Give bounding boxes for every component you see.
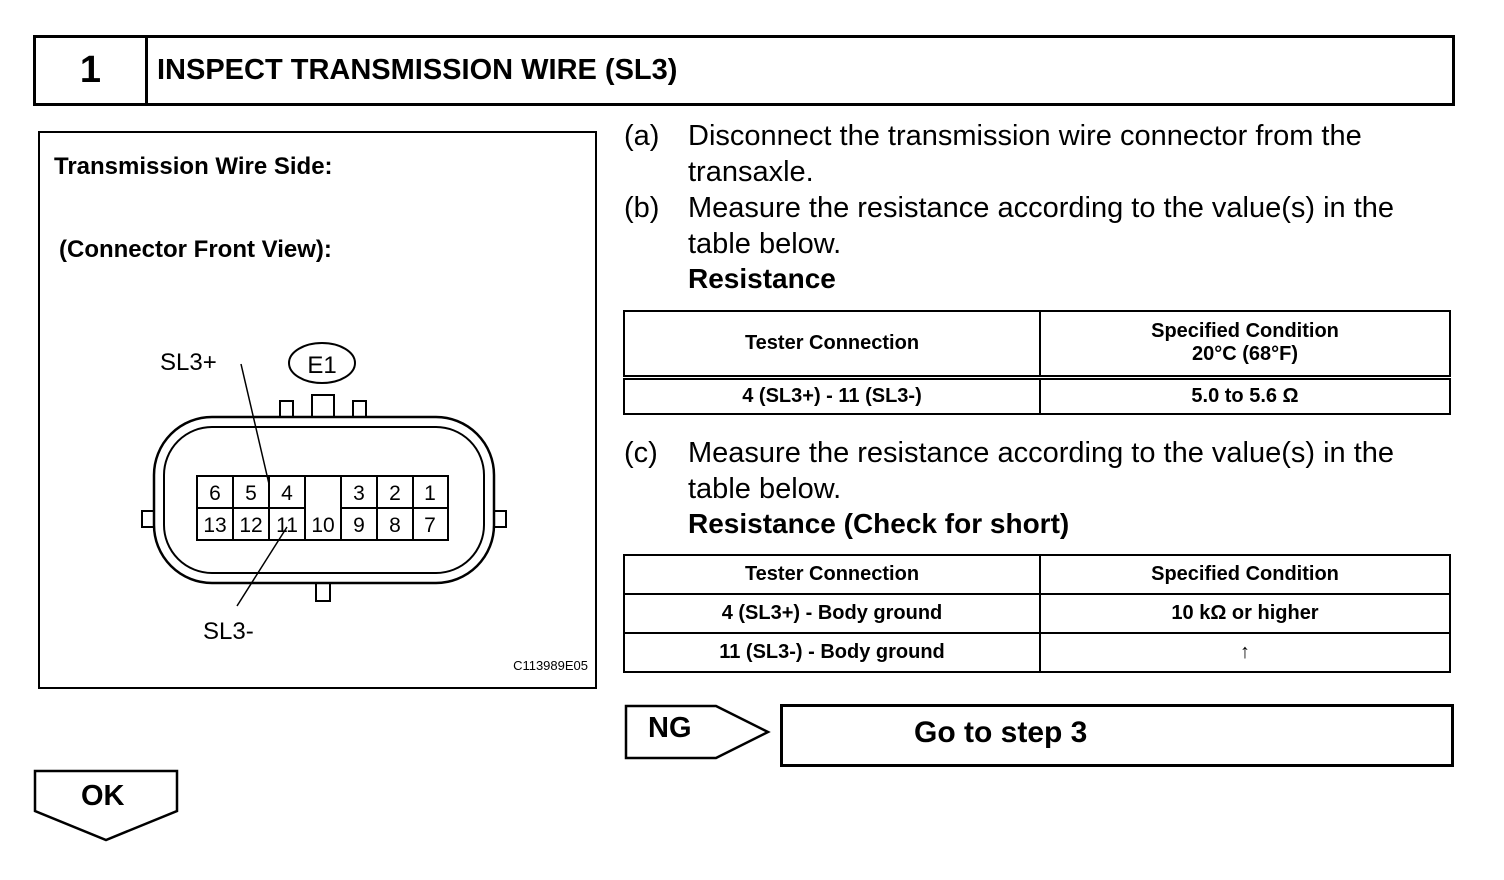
table-header-cell: Specified Condition 20°C (68°F) — [1039, 310, 1451, 380]
ok-arrow-tag — [33, 769, 179, 842]
figure-label-view: (Connector Front View): — [59, 236, 332, 263]
table-row: 11 (SL3-) - Body ground ↑ — [623, 632, 1451, 673]
table-cell: 4 (SL3+) - 11 (SL3-) — [623, 376, 1041, 415]
connector-diagram: 6 5 4 3 2 1 13 12 11 10 9 8 7 E1 SL3+ SL… — [141, 342, 507, 645]
pin-label: 3 — [353, 482, 365, 505]
figure-label-side: Transmission Wire Side: — [54, 153, 333, 180]
pin-label: 12 — [239, 514, 262, 537]
instruction-text: Disconnect the transmission wire connect… — [688, 120, 1362, 188]
pin-label: 8 — [389, 514, 401, 537]
ng-arrow-tag — [624, 704, 771, 760]
connector-id: E1 — [307, 352, 336, 379]
connector-housing-inner — [163, 426, 485, 574]
instruction-letter: (a) — [624, 120, 660, 152]
table-cell: 10 kΩ or higher — [1039, 593, 1451, 634]
ok-label: OK — [81, 780, 125, 812]
step-header: 1 INSPECT TRANSMISSION WIRE (SL3) — [33, 35, 1455, 106]
instruction-text: Measure the resistance according to the … — [688, 437, 1395, 505]
table-cell: 4 (SL3+) - Body ground — [623, 593, 1041, 634]
short-check-table: Tester Connection Specified Condition 4 … — [623, 554, 1451, 673]
connector-id-ellipse — [288, 342, 356, 384]
pin-label: 9 — [353, 514, 365, 537]
pin-label: 6 — [209, 482, 221, 505]
pin-label: 13 — [203, 514, 226, 537]
table1-heading: Resistance — [688, 263, 836, 294]
instruction-letter: (c) — [624, 437, 658, 469]
ng-label: NG — [648, 712, 692, 744]
pin-label: 5 — [245, 482, 257, 505]
figure-code: C113989E05 — [513, 658, 588, 673]
table-header-cell: Tester Connection — [623, 554, 1041, 595]
go-to-step-box: Go to step 3 — [780, 704, 1454, 767]
table2-heading: Resistance (Check for short) — [688, 508, 1070, 539]
table-header-row: Tester Connection Specified Condition — [623, 554, 1451, 595]
connector-housing-outer — [152, 415, 496, 585]
table-cell: 11 (SL3-) - Body ground — [623, 632, 1041, 673]
pin-label: 2 — [389, 482, 401, 505]
table-row: 4 (SL3+) - 11 (SL3-) 5.0 to 5.6 Ω — [623, 376, 1451, 415]
pin-label-plus: SL3+ — [160, 349, 217, 376]
pin-label: 10 — [311, 514, 334, 537]
pin-label-minus: SL3- — [203, 618, 254, 645]
instruction-letter: (b) — [624, 192, 660, 224]
table-header-cell: Specified Condition — [1039, 554, 1451, 595]
table-header-row: Tester Connection Specified Condition 20… — [623, 310, 1451, 380]
connector-lock — [311, 394, 335, 420]
leader-line-plus — [240, 363, 270, 485]
step-number: 1 — [36, 38, 148, 103]
pin-label: 1 — [424, 482, 436, 505]
step-title: INSPECT TRANSMISSION WIRE (SL3) — [157, 54, 678, 86]
go-to-step-text: Go to step 3 — [914, 716, 1088, 749]
leader-line-minus — [236, 526, 288, 607]
connector-figure: Transmission Wire Side: (Connector Front… — [38, 131, 597, 689]
table-row: 4 (SL3+) - Body ground 10 kΩ or higher — [623, 593, 1451, 634]
pin-label: 7 — [424, 514, 436, 537]
pin-label: 11 — [276, 514, 298, 537]
table-header-cell: Tester Connection — [623, 310, 1041, 380]
table-cell: 5.0 to 5.6 Ω — [1039, 376, 1451, 415]
instruction-text: Measure the resistance according to the … — [688, 192, 1395, 260]
table-header-line: Specified Condition — [1151, 320, 1339, 343]
table-cell: ↑ — [1039, 632, 1451, 673]
table-header-line: 20°C (68°F) — [1191, 343, 1299, 366]
pin-label: 4 — [281, 482, 293, 505]
resistance-table: Tester Connection Specified Condition 20… — [623, 310, 1451, 415]
